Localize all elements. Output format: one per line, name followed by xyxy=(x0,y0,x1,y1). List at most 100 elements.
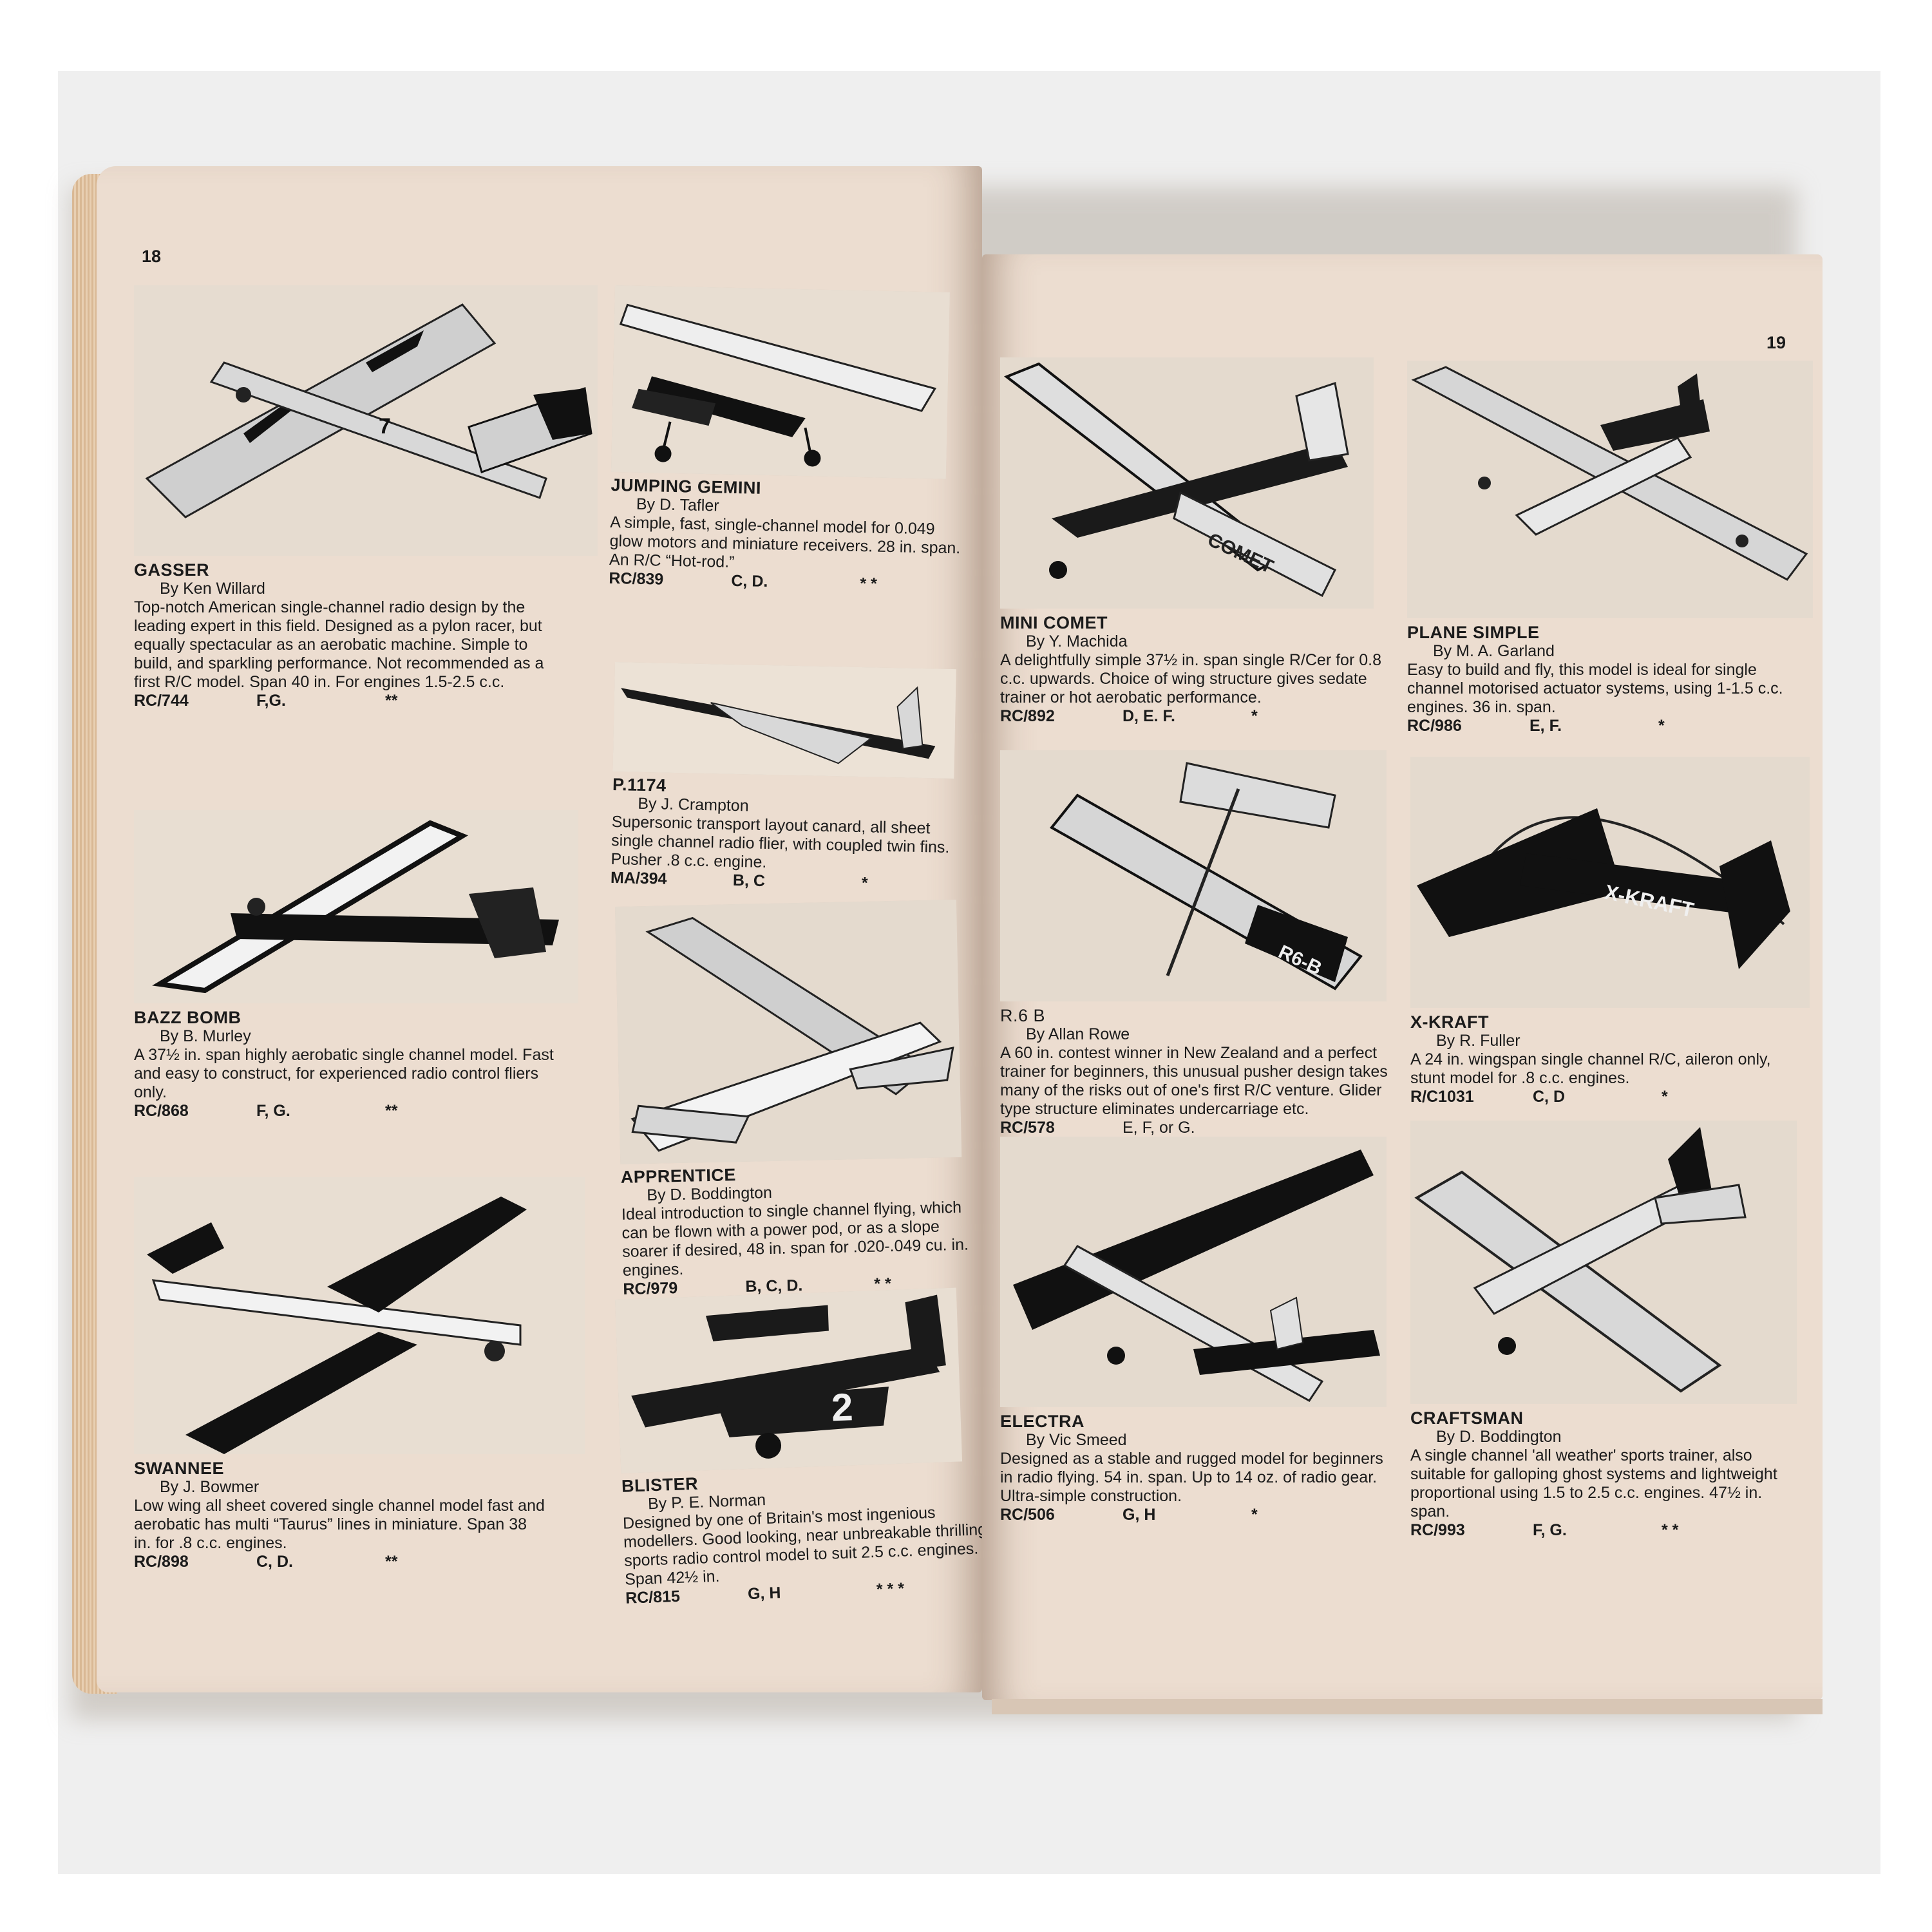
entry-description: Designed as a stable and rugged model fo… xyxy=(1000,1450,1383,1505)
entry-author: By Allan Rowe xyxy=(1026,1025,1130,1043)
entry-code-row: RC/578 E, F, or G. xyxy=(1000,1119,1393,1137)
left-page: 18 7 GASSER By Ken Willard Top-notch Ame… xyxy=(97,166,982,1692)
plan-code: RC/892 xyxy=(1000,707,1055,725)
engine-classes: G, H xyxy=(747,1584,781,1604)
engine-classes: B, C xyxy=(732,871,766,890)
r6b-plane-illustration: R6-B xyxy=(1000,750,1387,1001)
entry-apprentice: APPRENTICE By D. Boddington Ideal introd… xyxy=(615,899,982,1299)
rating-stars: * xyxy=(1658,717,1665,735)
entry-mini-comet: COMET MINI COMET By Y. Machida A delight… xyxy=(1000,357,1387,726)
entry-description: A simple, fast, single-channel model for… xyxy=(609,513,961,571)
jumping-gemini-plane-illustration xyxy=(611,285,950,479)
entry-title: MINI COMET xyxy=(1000,613,1108,632)
plan-code: RC/506 xyxy=(1000,1506,1055,1524)
blister-number-label: 2 xyxy=(831,1385,854,1429)
rating-stars: ** xyxy=(385,1102,398,1120)
rating-stars: ** xyxy=(385,692,398,710)
entry-code-row: RC/898 C, D. ** xyxy=(134,1553,546,1571)
entry-author: By M. A. Garland xyxy=(1433,642,1555,660)
entry-title: GASSER xyxy=(134,560,210,580)
entry-blister: 2 BLISTER By P. E. Norman Designed by on… xyxy=(615,1287,982,1608)
craftsman-photo xyxy=(1410,1121,1797,1404)
engine-classes: D, E. F. xyxy=(1122,707,1175,725)
blister-photo: 2 xyxy=(615,1287,963,1473)
entry-gasser: 7 GASSER By Ken Willard Top-notch Americ… xyxy=(134,285,598,710)
entry-author: By B. Murley xyxy=(160,1027,251,1045)
entry-code-row: R/C1031 C, D * xyxy=(1410,1088,1803,1106)
engine-classes: C, D xyxy=(1533,1088,1565,1106)
engine-classes: E, F, or G. xyxy=(1122,1119,1195,1137)
entry-description: A single channel 'all weather' sports tr… xyxy=(1410,1446,1777,1520)
entry-description: Low wing all sheet covered single channe… xyxy=(134,1497,545,1552)
page-number-left: 18 xyxy=(142,247,162,266)
entry-swannee: SWANNEE By J. Bowmer Low wing all sheet … xyxy=(134,1177,585,1571)
entry-description: Designed by one of Britain's most ingeni… xyxy=(622,1503,982,1589)
entry-title: R.6 B xyxy=(1000,1006,1046,1025)
engine-classes: C, D. xyxy=(731,571,768,591)
entry-description: Supersonic transport layout canard, all … xyxy=(611,812,950,871)
engine-classes: C, D. xyxy=(256,1553,293,1571)
entry-title: BAZZ BOMB xyxy=(134,1008,242,1027)
x-kraft-photo: X-KRAFT xyxy=(1410,757,1810,1008)
bazz-bomb-plane-illustration xyxy=(134,810,578,1003)
craftsman-plane-illustration xyxy=(1410,1121,1797,1404)
entry-description: A delightfully simple 37½ in. span singl… xyxy=(1000,651,1381,706)
entry-description: A 60 in. contest winner in New Zealand a… xyxy=(1000,1044,1388,1118)
entry-description: Top-notch American single-channel radio … xyxy=(134,598,544,691)
entry-electra: ELECTRA By Vic Smeed Designed as a stabl… xyxy=(1000,1137,1393,1524)
entry-x-kraft: X-KRAFT X-KRAFT By R. Fuller A 24 in. wi… xyxy=(1410,757,1810,1106)
engine-classes: E, F. xyxy=(1530,717,1562,735)
entry-description: A 24 in. wingspan single channel R/C, ai… xyxy=(1410,1050,1771,1087)
entry-code-row: RC/993 F, G. * * xyxy=(1410,1521,1803,1540)
rating-stars: * xyxy=(1251,707,1258,725)
apprentice-plane-illustration xyxy=(615,899,962,1164)
rating-stars: * xyxy=(1251,1506,1258,1524)
entry-p1174: P.1174 By J. Crampton Supersonic transpo… xyxy=(611,662,976,895)
entry-author: By Vic Smeed xyxy=(1026,1431,1127,1449)
gasser-number-label: 7 xyxy=(379,414,391,439)
plan-code: RC/898 xyxy=(134,1553,189,1571)
swannee-photo xyxy=(134,1177,585,1454)
entry-title: SWANNEE xyxy=(134,1459,225,1478)
entry-plane-simple: PLANE SIMPLE By M. A. Garland Easy to bu… xyxy=(1407,361,1813,735)
plan-code: RC/578 xyxy=(1000,1119,1055,1137)
entry-jumping-gemini: JUMPING GEMINI By D. Tafler A simple, fa… xyxy=(609,285,976,596)
entry-title: ELECTRA xyxy=(1000,1412,1084,1431)
plan-code: R/C1031 xyxy=(1410,1088,1474,1106)
engine-classes: F, G. xyxy=(256,1102,290,1120)
electra-plane-illustration xyxy=(1000,1137,1387,1407)
gasser-plane-illustration: 7 xyxy=(134,285,598,556)
mini-comet-plane-illustration: COMET xyxy=(1000,357,1374,609)
entry-description: Ideal introduction to single channel fly… xyxy=(621,1198,969,1280)
rating-stars: * * xyxy=(1662,1521,1679,1539)
entry-description: Easy to build and fly, this model is ide… xyxy=(1407,661,1783,716)
rating-stars: ** xyxy=(385,1553,398,1571)
plan-code: RC/993 xyxy=(1410,1521,1465,1539)
plan-code: MA/394 xyxy=(610,868,667,888)
plan-code: RC/744 xyxy=(134,692,189,710)
engine-classes: F,G. xyxy=(256,692,286,710)
plan-code: RC/986 xyxy=(1407,717,1462,735)
entry-code-row: RC/892 D, E. F. * xyxy=(1000,707,1387,726)
engine-classes: F, G. xyxy=(1533,1521,1567,1539)
page-bottom-edge xyxy=(992,1699,1823,1714)
jumping-gemini-photo xyxy=(611,285,950,479)
plan-code: RC/868 xyxy=(134,1102,189,1120)
entry-author: By J. Bowmer xyxy=(160,1478,260,1496)
gasser-photo: 7 xyxy=(134,285,598,556)
entry-code-row: RC/744 F,G. ** xyxy=(134,692,546,710)
rating-stars: * xyxy=(861,874,868,893)
entry-code-row: RC/986 E, F. * xyxy=(1407,717,1806,735)
plan-code: RC/839 xyxy=(609,569,664,589)
entry-craftsman: CRAFTSMAN By D. Boddington A single chan… xyxy=(1410,1121,1803,1540)
apprentice-photo xyxy=(615,899,962,1164)
electra-photo xyxy=(1000,1137,1387,1407)
r6b-photo: R6-B xyxy=(1000,750,1387,1001)
plan-code: RC/815 xyxy=(625,1587,681,1607)
plane-simple-plane-illustration xyxy=(1407,361,1813,618)
right-page: 19 COMET MINI COMET By Y. Machida A deli… xyxy=(982,254,1823,1700)
entry-author: By R. Fuller xyxy=(1436,1032,1520,1050)
plane-simple-photo xyxy=(1407,361,1813,618)
entry-code-row: RC/506 G, H * xyxy=(1000,1506,1393,1524)
entry-author: By Ken Willard xyxy=(160,580,265,598)
